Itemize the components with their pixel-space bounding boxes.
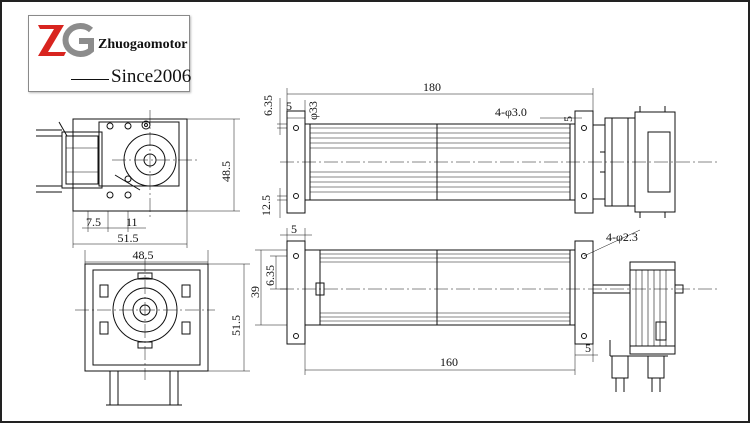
dim-bottom-length: 160 (440, 355, 458, 369)
side-view (36, 110, 240, 248)
dim-top-holes: 4-φ3.0 (495, 105, 527, 119)
dim-top-offset: 6.35 (261, 95, 275, 116)
dim-bottom-inset: 5 (291, 222, 297, 236)
company-logo: Zhuogaomotor Since2006 (28, 15, 192, 92)
zg-monogram-icon (38, 23, 94, 57)
dim-top-length: 180 (423, 80, 441, 94)
since-year: Since2006 (111, 66, 192, 87)
dim-bottom-right-inset: 5 (585, 341, 591, 355)
dim-side-width: 51.5 (118, 231, 139, 245)
front-view (75, 250, 250, 406)
dim-top-inset: 5 (286, 99, 292, 113)
dim-top-diameter: φ33 (306, 101, 320, 120)
dim-side-b: 11 (126, 215, 138, 229)
dim-top-bottom-offset: 12.5 (259, 195, 273, 216)
dim-top-right-inset: 5 (561, 116, 575, 122)
dim-bottom-height: 39 (248, 286, 262, 298)
dim-bottom-offset: 6.35 (263, 265, 277, 286)
since-divider (71, 79, 109, 80)
top-view (277, 88, 720, 218)
bottom-view (255, 228, 720, 392)
brand-name: Zhuogaomotor (98, 37, 188, 52)
dim-bottom-holes: 4-φ2.3 (606, 230, 638, 244)
dim-side-height: 48.5 (219, 161, 233, 182)
dim-front-width: 48.5 (133, 248, 154, 262)
dim-front-height: 51.5 (229, 315, 243, 336)
dim-side-a: 7.5 (86, 215, 101, 229)
